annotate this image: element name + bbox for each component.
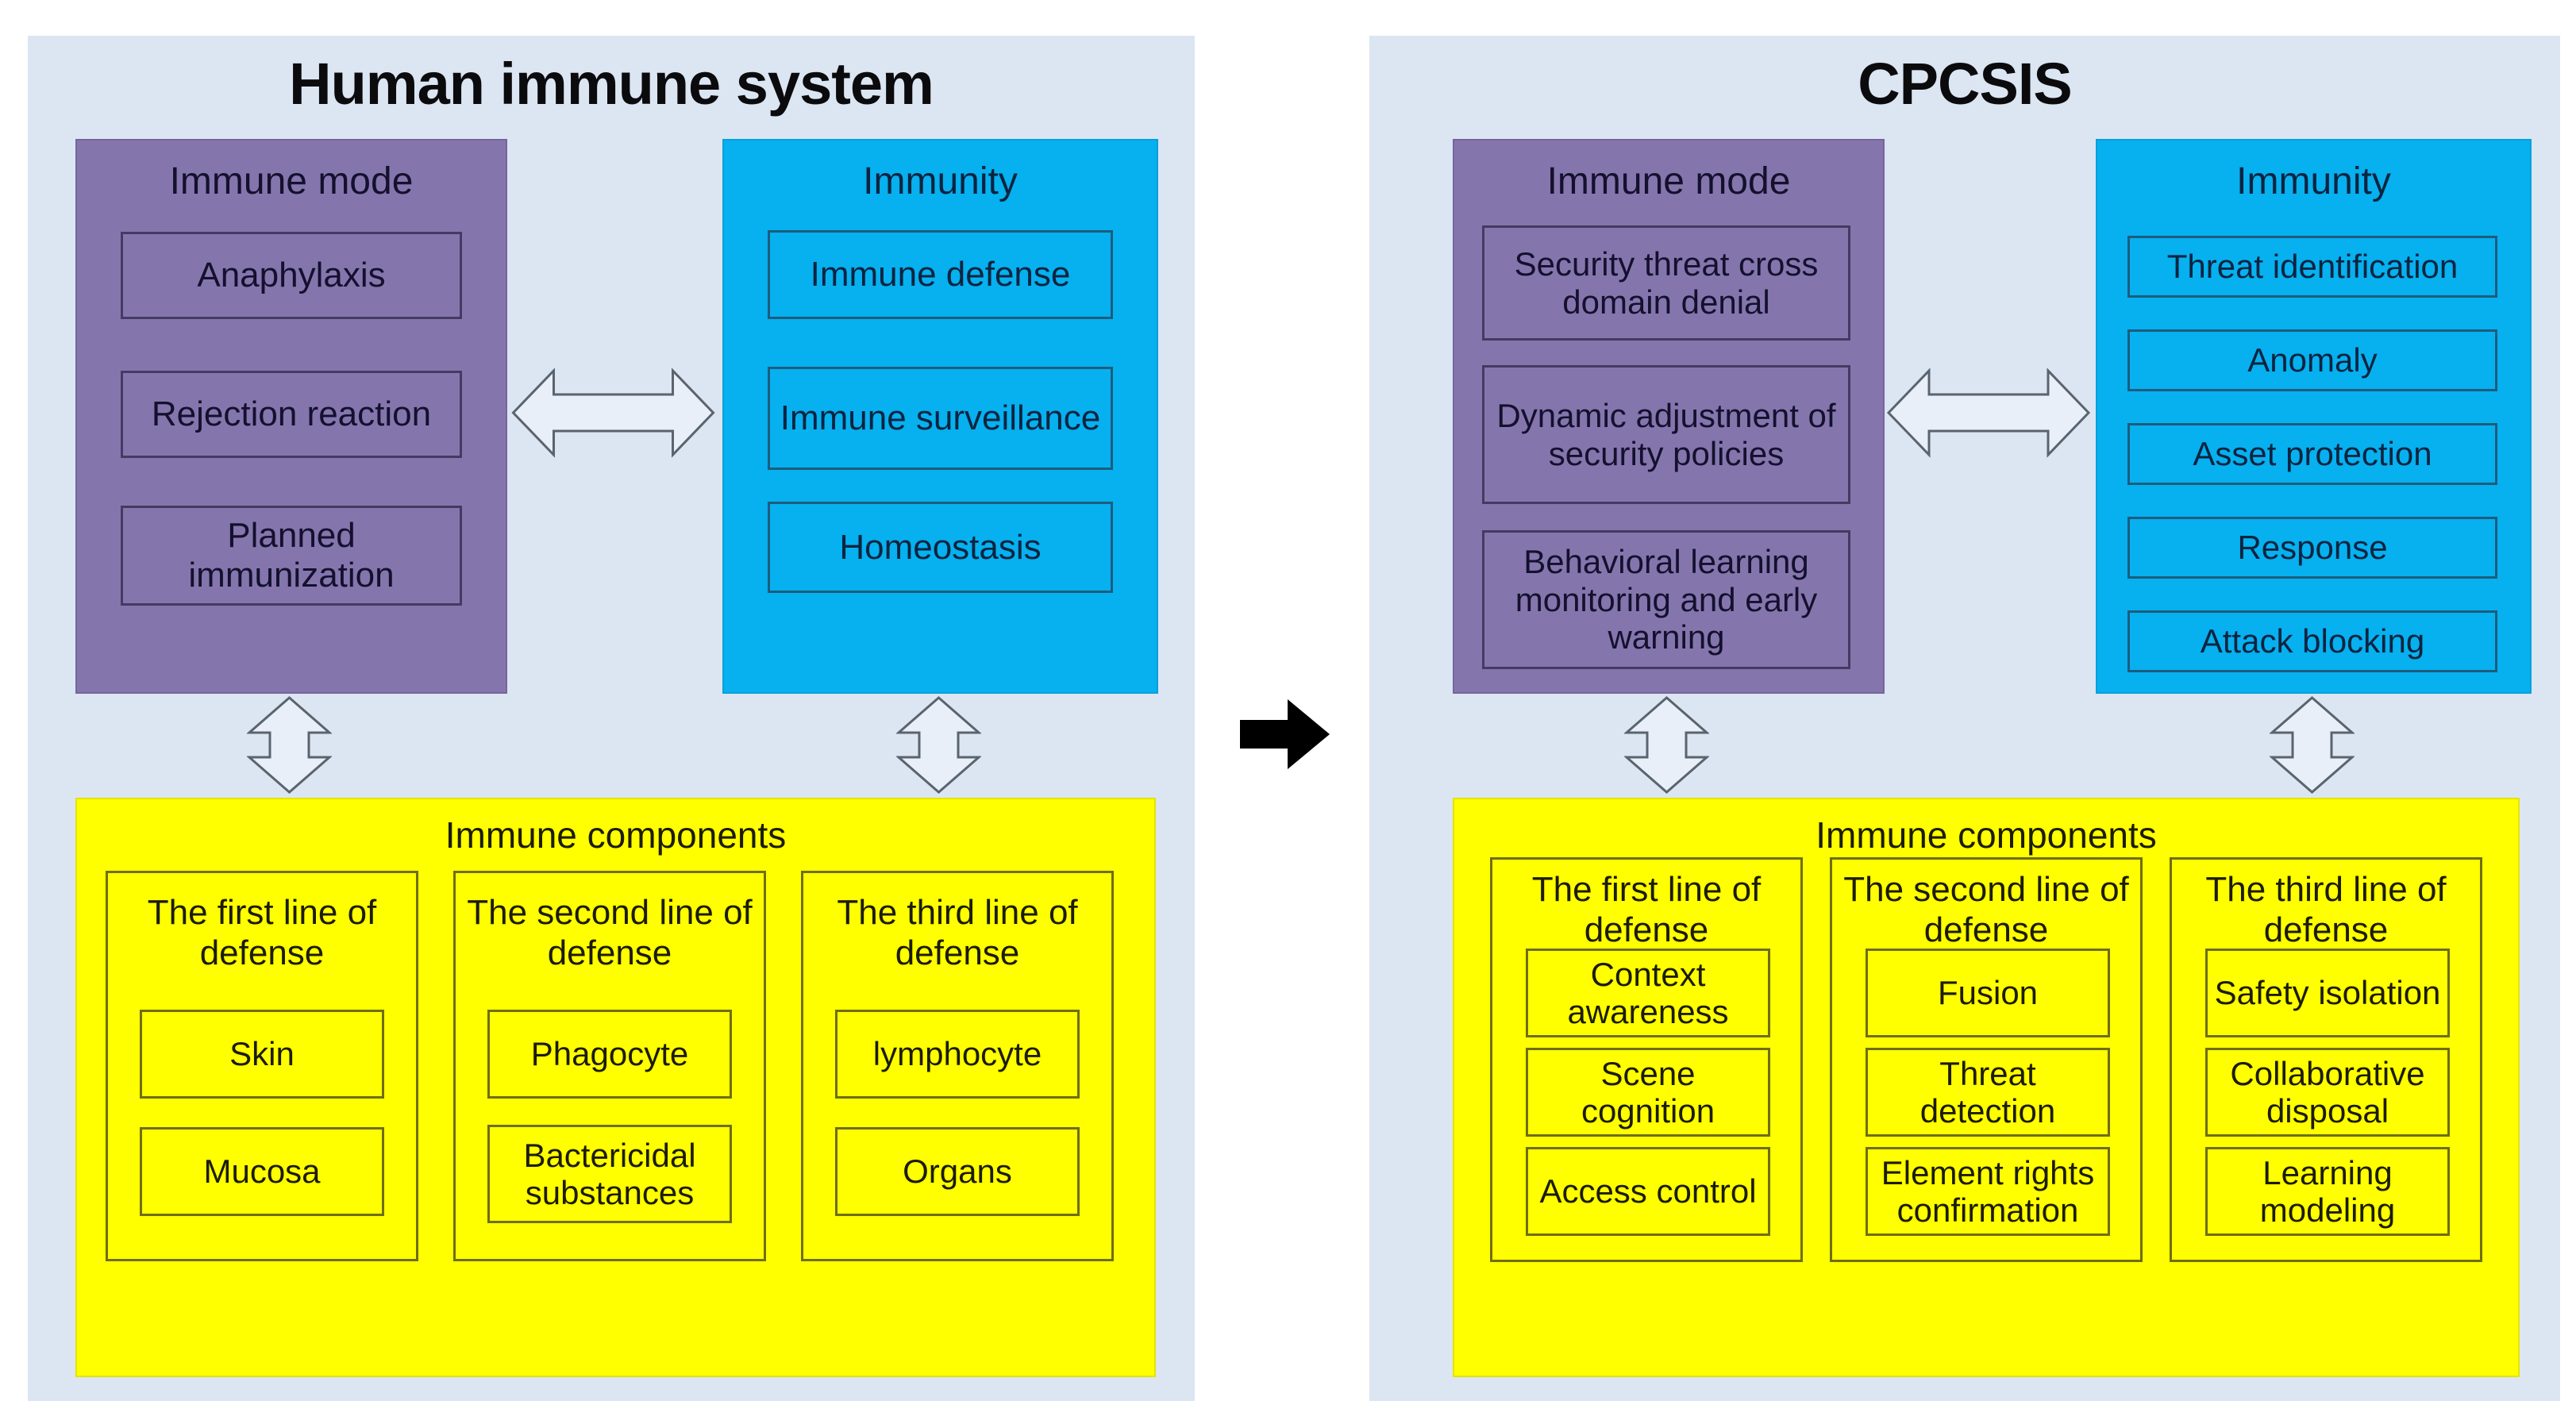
double-arrow-vertical-icon — [896, 696, 981, 794]
left-first-line-column: The first line of defense Skin Mucosa — [106, 871, 418, 1261]
cpcsis-panel: CPCSIS Immune mode Security threat cross… — [1369, 36, 2560, 1401]
right-immune-mode-box: Immune mode Security threat cross domain… — [1453, 139, 1885, 694]
left-immunity-item: Homeostasis — [768, 502, 1113, 593]
right-immunity-box: Immunity Threat identification Anomaly A… — [2096, 139, 2532, 694]
left-immune-components-box: Immune components The first line of defe… — [75, 798, 1156, 1377]
right-immunity-item: Threat identification — [2127, 236, 2497, 298]
left-immunity-item: Immune surveillance — [768, 367, 1113, 470]
component-item: Safety isolation — [2205, 949, 2450, 1037]
left-panel-title: Human immune system — [289, 51, 934, 117]
right-immune-mode-item: Dynamic adjustment of security policies — [1482, 365, 1850, 504]
column-title: The second line of defense — [1843, 870, 2129, 950]
left-immune-components-title: Immune components — [445, 814, 787, 856]
right-immunity-item: Attack blocking — [2127, 610, 2497, 672]
component-item: Learning modeling — [2205, 1147, 2450, 1236]
right-immunity-item: Anomaly — [2127, 329, 2497, 391]
human-immune-system-panel: Human immune system Immune mode Anaphyla… — [28, 36, 1195, 1401]
component-item: Context awareness — [1526, 949, 1770, 1037]
double-arrow-horizontal-icon — [511, 368, 715, 458]
component-item: Mucosa — [140, 1127, 384, 1216]
right-immunity-item: Asset protection — [2127, 423, 2497, 485]
right-third-line-column: The third line of defense Safety isolati… — [2170, 857, 2482, 1262]
right-immune-components-title: Immune components — [1816, 814, 2157, 856]
column-title: The first line of defense — [1531, 870, 1762, 950]
right-second-line-column: The second line of defense Fusion Threat… — [1830, 857, 2143, 1262]
component-item: Skin — [140, 1010, 384, 1099]
left-immunity-box: Immunity Immune defense Immune surveilla… — [722, 139, 1158, 694]
column-title: The second line of defense — [467, 893, 753, 973]
component-item: lymphocyte — [835, 1010, 1080, 1099]
right-immune-mode-item: Behavioral learning monitoring and early… — [1482, 530, 1850, 669]
component-item: Organs — [835, 1127, 1080, 1216]
double-arrow-vertical-icon — [247, 696, 332, 794]
left-immune-mode-title: Immune mode — [169, 160, 414, 202]
right-immune-mode-title: Immune mode — [1546, 160, 1791, 202]
left-immune-mode-item: Rejection reaction — [121, 371, 462, 458]
column-title: The first line of defense — [147, 893, 377, 973]
left-immune-mode-item: Anaphylaxis — [121, 232, 462, 319]
component-item: Bactericidal substances — [487, 1125, 732, 1223]
component-item: Element rights confirmation — [1866, 1147, 2110, 1236]
component-item: Access control — [1526, 1147, 1770, 1236]
right-first-line-column: The first line of defense Context awaren… — [1490, 857, 1803, 1262]
left-second-line-column: The second line of defense Phagocyte Bac… — [453, 871, 766, 1261]
right-immunity-title: Immunity — [2236, 160, 2391, 202]
left-immune-mode-box: Immune mode Anaphylaxis Rejection reacti… — [75, 139, 507, 694]
right-immune-components-box: Immune components The first line of defe… — [1453, 798, 2520, 1377]
left-immunity-item: Immune defense — [768, 230, 1113, 319]
left-immunity-title: Immunity — [863, 160, 1018, 202]
right-immune-mode-item: Security threat cross domain denial — [1482, 225, 1850, 341]
double-arrow-vertical-icon — [2270, 696, 2355, 794]
left-immune-mode-item: Planned immunization — [121, 506, 462, 606]
component-item: Threat detection — [1866, 1048, 2110, 1137]
right-panel-title: CPCSIS — [1858, 51, 2073, 117]
component-item: Collaborative disposal — [2205, 1048, 2450, 1137]
transform-right-arrow-icon — [1240, 699, 1330, 769]
component-item: Phagocyte — [487, 1010, 732, 1099]
double-arrow-vertical-icon — [1624, 696, 1709, 794]
column-title: The third line of defense — [837, 893, 1078, 973]
component-item: Fusion — [1866, 949, 2110, 1037]
column-title: The third line of defense — [2205, 870, 2447, 950]
component-item: Scene cognition — [1526, 1048, 1770, 1137]
left-third-line-column: The third line of defense lymphocyte Org… — [801, 871, 1114, 1261]
double-arrow-horizontal-icon — [1886, 368, 2091, 458]
right-immunity-item: Response — [2127, 517, 2497, 579]
